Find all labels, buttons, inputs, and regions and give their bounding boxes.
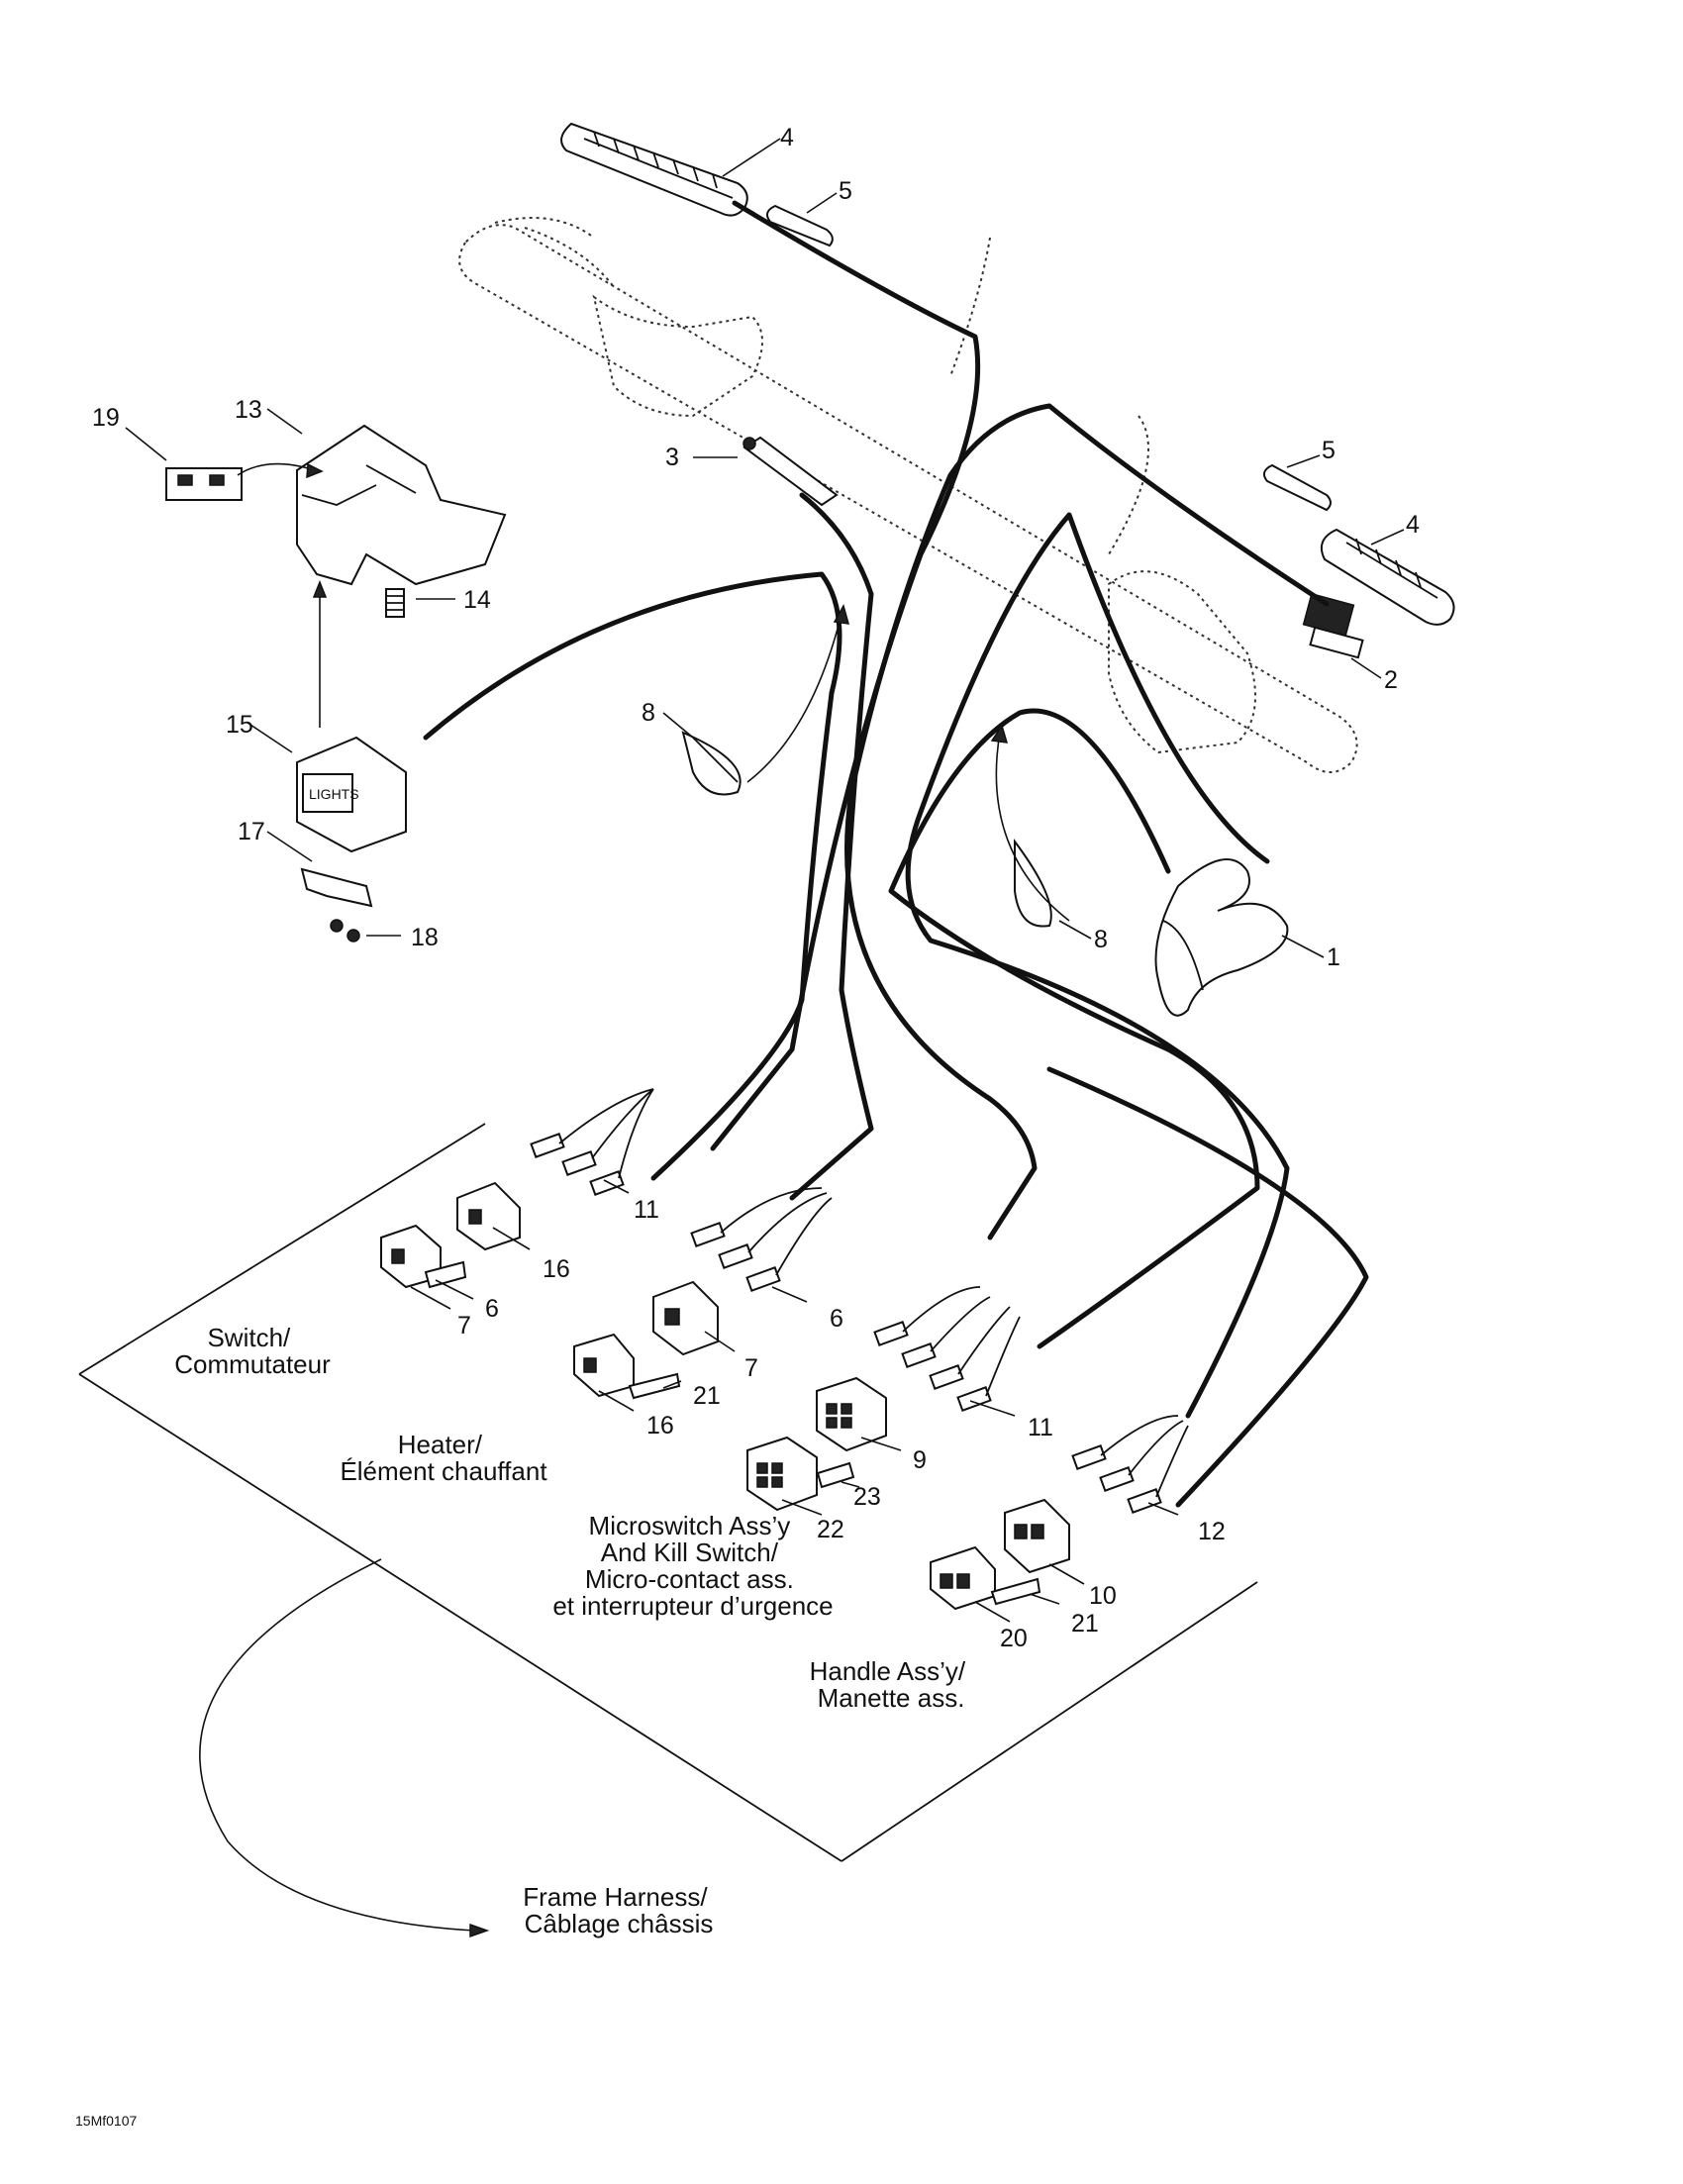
callout-4-right: 4 [1406, 511, 1420, 539]
callout-7-middle: 7 [744, 1354, 758, 1382]
heating-element-right [1321, 528, 1455, 626]
decal-part-19 [165, 467, 243, 501]
callout-11-lower: 11 [1028, 1414, 1053, 1441]
callout-15: 15 [226, 711, 253, 739]
leader-lines [125, 138, 1405, 1623]
callout-3: 3 [665, 444, 679, 471]
callout-20: 20 [1000, 1625, 1028, 1652]
terminals-part-6-center [690, 1187, 833, 1292]
spring-part-14 [385, 588, 405, 618]
callout-22: 22 [817, 1516, 844, 1543]
label-heater: Heater/ Élément chauffant [340, 1430, 547, 1486]
callout-17: 17 [238, 818, 265, 845]
callout-19: 19 [92, 404, 120, 432]
handlebar-outline [458, 217, 1358, 773]
callout-13: 13 [235, 396, 262, 424]
callout-21-middle: 21 [693, 1382, 721, 1410]
pin-part-21-middle [628, 1372, 681, 1400]
heating-element-upper [560, 122, 748, 217]
callout-16-lower: 16 [646, 1412, 674, 1439]
callout-10: 10 [1089, 1582, 1117, 1610]
callout-23: 23 [853, 1483, 881, 1511]
switch-housing-part-13 [296, 424, 507, 586]
callout-5-right: 5 [1322, 437, 1336, 464]
screws-part-18 [330, 919, 360, 943]
callout-6-left: 6 [485, 1295, 499, 1323]
connector-part-20 [930, 1545, 996, 1611]
connector-part-9 [816, 1376, 887, 1452]
terminals-part-12 [1071, 1415, 1189, 1514]
section-labels: Switch/ Commutateur Heater/ Élément chau… [174, 1323, 973, 1938]
connector-part-7-middle [652, 1280, 719, 1356]
sleeve-right [1262, 463, 1332, 512]
callout-4-upper: 4 [780, 124, 794, 151]
light-switch-part-15: LIGHTS [296, 736, 407, 853]
callout-2: 2 [1384, 666, 1398, 694]
microswitch-part-3 [742, 436, 839, 507]
callout-6-center: 6 [830, 1305, 843, 1333]
connector-part-10 [1004, 1498, 1070, 1574]
harness-wires [423, 200, 1369, 1508]
callout-numbers: 4 5 3 5 4 2 1 8 8 13 19 14 15 17 18 11 6… [92, 124, 1420, 1652]
pin-part-21-lower [990, 1577, 1041, 1606]
sleeve-upper [765, 204, 834, 248]
connector-part-2 [1302, 592, 1364, 659]
label-frame-harness: Frame Harness/ Câblage châssis [523, 1882, 715, 1938]
bracket-part-17 [300, 867, 373, 908]
callout-11-upper: 11 [634, 1196, 659, 1224]
terminals-part-11-right [873, 1286, 1021, 1412]
callout-1: 1 [1327, 943, 1340, 971]
callout-5-upper: 5 [839, 177, 852, 205]
callout-9: 9 [913, 1446, 927, 1474]
cable-tie-left [681, 731, 742, 796]
callout-14: 14 [463, 586, 491, 614]
throttle-handle-part-1 [1154, 858, 1289, 1017]
switch-legend: LIGHTS [309, 786, 359, 802]
callout-7-upper: 7 [457, 1312, 471, 1340]
floor-outline [78, 1123, 1258, 1862]
callout-21-lower: 21 [1071, 1610, 1099, 1638]
callout-18: 18 [411, 924, 439, 951]
drawing-code: 15Mf0107 [75, 2113, 137, 2129]
pin-part-23 [816, 1461, 855, 1489]
callout-8-left: 8 [642, 699, 655, 727]
callout-8-right: 8 [1094, 926, 1108, 953]
label-microswitch: Microswitch Ass’y And Kill Switch/ Micro… [552, 1511, 833, 1621]
label-handle: Handle Ass’y/ Manette ass. [810, 1656, 973, 1713]
connector-part-16-lower [573, 1333, 635, 1398]
assembly-arrows [199, 462, 1070, 1938]
terminals-part-11-top [530, 1088, 654, 1196]
connector-part-22 [746, 1436, 818, 1512]
callout-12: 12 [1198, 1518, 1226, 1545]
label-switch: Switch/ Commutateur [174, 1323, 331, 1379]
callout-16-upper: 16 [543, 1255, 570, 1283]
connector-part-16-upper [456, 1181, 521, 1251]
